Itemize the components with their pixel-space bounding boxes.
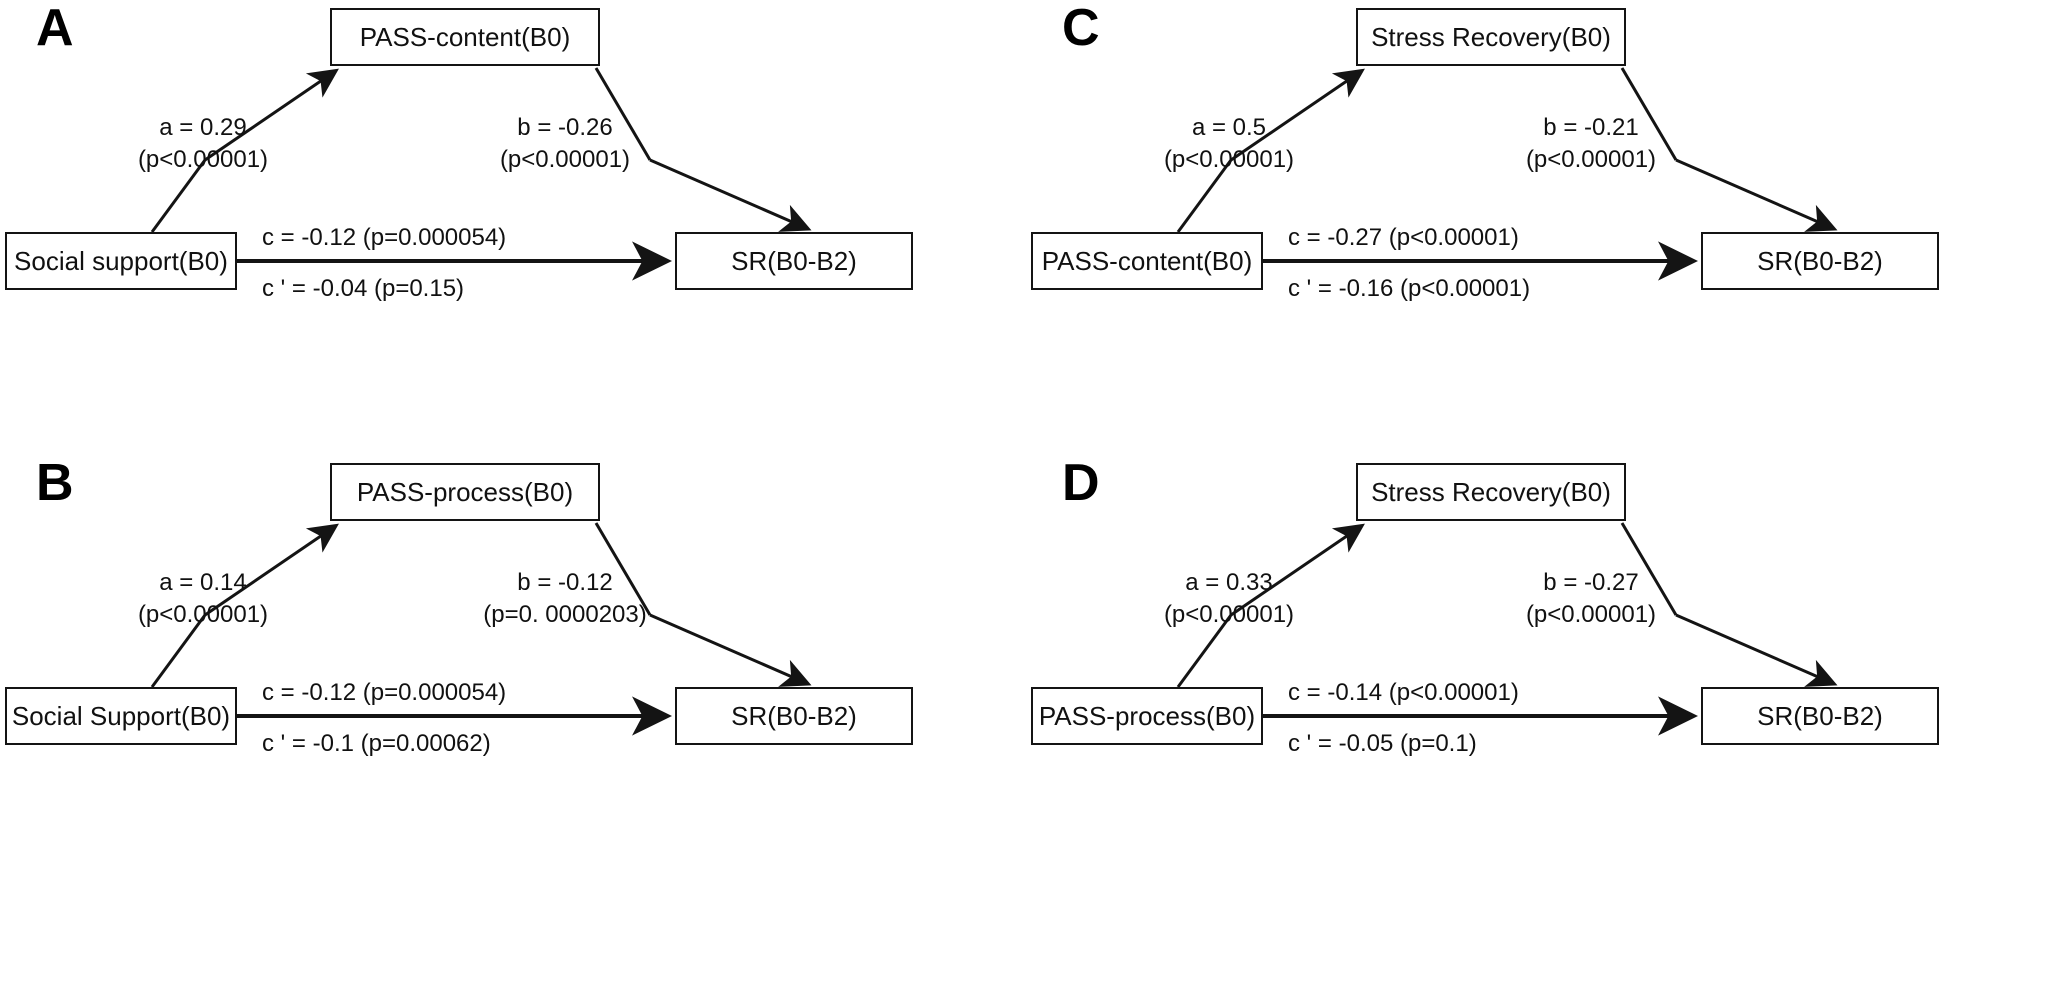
- panel-a-outcome-node: SR(B0-B2): [675, 232, 913, 290]
- panel-c-path-c-label: c = -0.27 (p<0.00001): [1288, 224, 1519, 251]
- panel-b-predictor-label: Social Support(B0): [11, 700, 231, 731]
- panel-b-path-a-coefficient: a = 0.14: [159, 569, 247, 596]
- panel-d-path-b-coefficient: b = -0.27: [1543, 569, 1639, 596]
- panel-a-letter: A: [36, 0, 74, 57]
- panel-c-path-a-label: a = 0.5 (p<0.00001): [1144, 112, 1314, 175]
- panel-d-path-b-pvalue: (p<0.00001): [1525, 600, 1657, 628]
- panel-c: C Stress Recovery(B0) PAS: [1026, 0, 2052, 501]
- panel-c-predictor-node: PASS-content(B0): [1031, 232, 1263, 290]
- panel-a-path-a-pvalue: (p<0.00001): [137, 145, 269, 173]
- panel-b-path-b-pvalue: (p=0. 0000203): [483, 600, 647, 628]
- panel-a-outcome-label: SR(B0-B2): [731, 245, 857, 276]
- panel-a-path-b-coefficient: b = -0.26: [517, 114, 613, 141]
- panel-b-path-c-label: c = -0.12 (p=0.000054): [262, 679, 507, 706]
- panel-c-path-a-coefficient: a = 0.5: [1191, 114, 1267, 141]
- panel-d-path-a-coefficient: a = 0.33: [1185, 569, 1273, 596]
- panel-a: A PASS-content(B0) Social: [0, 0, 1026, 501]
- panel-c-path-c-prime-label: c ' = -0.16 (p<0.00001): [1288, 275, 1531, 302]
- panel-b-path-c-prime-label: c ' = -0.1 (p=0.00062): [262, 730, 491, 757]
- panel-d-mediator-node: Stress Recovery(B0): [1356, 463, 1626, 521]
- panel-b-path-a-label: a = 0.14 (p<0.00001): [118, 567, 288, 630]
- panel-b-path-b-label: b = -0.12 (p=0. 0000203): [470, 567, 660, 630]
- panel-a-mediator-label: PASS-content(B0): [359, 21, 571, 52]
- panel-d-predictor-label: PASS-process(B0): [1038, 700, 1256, 731]
- panel-c-edges: [1176, 67, 1838, 281]
- panel-b-path-a-pvalue: (p<0.00001): [137, 600, 269, 628]
- panel-d-path-c-prime-label: c ' = -0.05 (p=0.1): [1288, 730, 1477, 757]
- panel-b-path-b-coefficient: b = -0.12: [517, 569, 613, 596]
- panel-c-path-b-label: b = -0.21 (p<0.00001): [1496, 112, 1686, 175]
- panel-d-outcome-node: SR(B0-B2): [1701, 687, 1939, 745]
- panel-b-outcome-label: SR(B0-B2): [731, 700, 857, 731]
- panel-d-outcome-label: SR(B0-B2): [1757, 700, 1883, 731]
- panel-b-outcome-node: SR(B0-B2): [675, 687, 913, 745]
- panel-a-path-a-label: a = 0.29 (p<0.00001): [118, 112, 288, 175]
- panel-a-path-c-label: c = -0.12 (p=0.000054): [262, 224, 507, 251]
- panel-d-predictor-node: PASS-process(B0): [1031, 687, 1263, 745]
- panel-c-mediator-label: Stress Recovery(B0): [1371, 21, 1611, 52]
- panel-a-path-c-prime-label: c ' = -0.04 (p=0.15): [262, 275, 465, 302]
- panel-d-path-c-label: c = -0.14 (p<0.00001): [1288, 679, 1519, 706]
- panel-d: D Stress Recovery(B0) PAS: [1026, 455, 2052, 956]
- panel-a-predictor-label: Social support(B0): [14, 245, 228, 276]
- panel-d-path-b-label: b = -0.27 (p<0.00001): [1496, 567, 1686, 630]
- panel-a-path-b-label: b = -0.26 (p<0.00001): [470, 112, 660, 175]
- panel-c-letter: C: [1062, 0, 1100, 57]
- panel-c-predictor-label: PASS-content(B0): [1041, 245, 1253, 276]
- panel-a-path-a-coefficient: a = 0.29: [159, 114, 247, 141]
- panel-d-letter: D: [1062, 454, 1100, 512]
- panel-a-mediator-node: PASS-content(B0): [330, 8, 600, 66]
- panel-b-letter: B: [36, 454, 74, 512]
- panel-b-mediator-label: PASS-process(B0): [356, 476, 574, 507]
- panel-d-mediator-label: Stress Recovery(B0): [1371, 476, 1611, 507]
- panel-c-path-b-pvalue: (p<0.00001): [1525, 145, 1657, 173]
- panel-d-path-a-pvalue: (p<0.00001): [1163, 600, 1295, 628]
- panel-c-mediator-node: Stress Recovery(B0): [1356, 8, 1626, 66]
- panel-c-path-b-coefficient: b = -0.21: [1543, 114, 1639, 141]
- panel-c-path-a-pvalue: (p<0.00001): [1163, 145, 1295, 173]
- panel-c-outcome-label: SR(B0-B2): [1757, 245, 1883, 276]
- panel-d-edges: [1176, 522, 1838, 736]
- panel-c-outcome-node: SR(B0-B2): [1701, 232, 1939, 290]
- panel-d-path-a-label: a = 0.33 (p<0.00001): [1144, 567, 1314, 630]
- panel-a-predictor-node: Social support(B0): [5, 232, 237, 290]
- panel-b-predictor-node: Social Support(B0): [5, 687, 237, 745]
- panel-b: B PASS-process(B0) Social: [0, 455, 1026, 956]
- panel-a-path-b-pvalue: (p<0.00001): [499, 145, 631, 173]
- panel-b-edges: [150, 522, 812, 736]
- panel-a-edges: [150, 67, 812, 281]
- panel-b-mediator-node: PASS-process(B0): [330, 463, 600, 521]
